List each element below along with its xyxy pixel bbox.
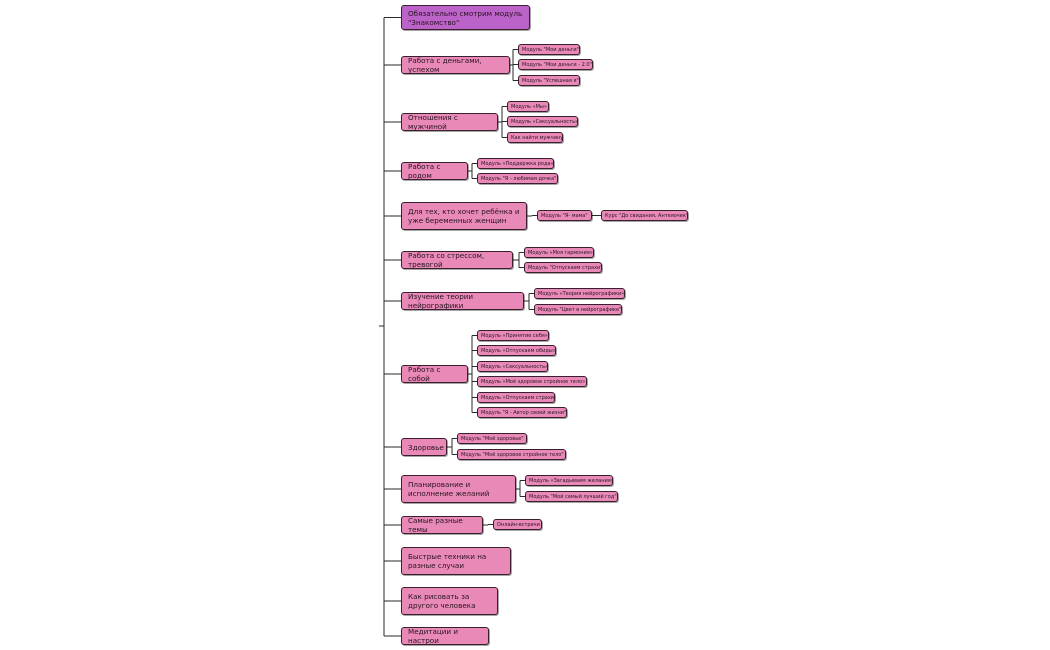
topic-10[interactable]: Планирование и исполнение желаний bbox=[401, 475, 516, 503]
subtopic-3-2-label: Модуль «Сексуальность» bbox=[511, 118, 578, 125]
subtopic-4-1[interactable]: Модуль «Поддержка рода» bbox=[477, 158, 554, 169]
topic-1[interactable]: Обязательно смотрим модуль "Знакомство" bbox=[401, 5, 530, 30]
subtopic-6-2-label: Модуль "Отпускаем страхи" bbox=[528, 264, 602, 271]
subtopic-4-2-label: Модуль "Я - любимая дочка" bbox=[481, 175, 557, 182]
subtopic-7-2-label: Модуль "Цвет в нейрографике" bbox=[538, 306, 622, 313]
subtopic-10-2-label: Модуль "Мой самый лучший год" bbox=[529, 493, 617, 500]
subtopic-3-1[interactable]: Модуль «Мы» bbox=[507, 101, 549, 112]
subtopic-6-1[interactable]: Модуль «Моя гармония» bbox=[524, 247, 594, 258]
subtopic-3-3[interactable]: Как найти мужчину bbox=[507, 132, 563, 143]
subtopic-2-3[interactable]: Модуль "Успешная я" bbox=[518, 75, 580, 86]
subtopic-8-1[interactable]: Модуль «Принятие себя» bbox=[477, 330, 549, 341]
subtopic-8-2-label: Модуль «Отпускаем обиды» bbox=[481, 347, 556, 354]
subtopic-6-2[interactable]: Модуль "Отпускаем страхи" bbox=[524, 262, 602, 273]
topic-8[interactable]: Работа с собой bbox=[401, 365, 468, 383]
topic-7-label: Изучение теории нейрографики bbox=[408, 292, 474, 310]
subtopic-7-1[interactable]: Модуль «Теория нейрографики» bbox=[534, 288, 625, 299]
topic-2[interactable]: Работа с деньгами, успехом bbox=[401, 56, 510, 74]
subtopic-4-2[interactable]: Модуль "Я - любимая дочка" bbox=[477, 173, 558, 184]
subtopic-8-2[interactable]: Модуль «Отпускаем обиды» bbox=[477, 345, 556, 356]
subtopic-11-1[interactable]: Онлайн-встречи bbox=[493, 519, 542, 530]
subtopic-8-6-label: Модуль "Я - Автор своей жизни" bbox=[481, 409, 567, 416]
subtopic-3-3-label: Как найти мужчину bbox=[511, 134, 563, 141]
topic-7[interactable]: Изучение теории нейрографики bbox=[401, 292, 524, 310]
subtopic-2-3-label: Модуль "Успешная я" bbox=[522, 77, 579, 84]
subtopic-9-2[interactable]: Модуль "Моё здоровое стройное тело" bbox=[457, 449, 566, 460]
subtopic-4-1-label: Модуль «Поддержка рода» bbox=[481, 160, 554, 167]
subtopic-8-4[interactable]: Модуль «Моё здоровое стройное тело» bbox=[477, 376, 587, 387]
subtopic-2-1-label: Модуль "Мои деньги" bbox=[522, 46, 579, 53]
topic-1-label: Обязательно смотрим модуль "Знакомство" bbox=[408, 8, 523, 27]
subtopic-5-1[interactable]: Модуль "Я- мама" bbox=[537, 210, 592, 221]
topic-14[interactable]: Медитации и настрои bbox=[401, 627, 489, 645]
topic-3-label: Отношения с мужчиной bbox=[408, 113, 458, 131]
subtopic-9-2-label: Модуль "Моё здоровое стройное тело" bbox=[461, 451, 564, 458]
topic-13-label: Как рисовать за другого человека bbox=[408, 592, 476, 610]
topic-11-label: Самые разные темы bbox=[408, 516, 463, 534]
subtopic-2-2-label: Модуль "Мои деньги - 2.0" bbox=[522, 61, 592, 68]
subtopic-8-5-label: Модуль «Отпускаем страхи» bbox=[481, 394, 555, 401]
subtopic-10-1[interactable]: Модуль «Загадываем желания» bbox=[525, 475, 613, 486]
subtopic-7-2[interactable]: Модуль "Цвет в нейрографике" bbox=[534, 304, 622, 315]
topic-8-label: Работа с собой bbox=[408, 365, 441, 383]
subtopic-8-3[interactable]: Модуль «Сексуальность» bbox=[477, 361, 548, 372]
topic-14-label: Медитации и настрои bbox=[408, 627, 459, 645]
topic-2-label: Работа с деньгами, успехом bbox=[408, 56, 482, 74]
topic-12-label: Быстрые техники на разные случаи bbox=[408, 552, 487, 570]
subtopic-9-1-label: Модуль "Моё здоровье" bbox=[461, 435, 524, 442]
subtopic-8-4-label: Модуль «Моё здоровое стройное тело» bbox=[481, 378, 586, 385]
topic-11[interactable]: Самые разные темы bbox=[401, 516, 483, 534]
subtopic-11-1-label: Онлайн-встречи bbox=[497, 521, 540, 528]
subtopic-8-3-label: Модуль «Сексуальность» bbox=[481, 363, 548, 370]
subtopic-2-2[interactable]: Модуль "Мои деньги - 2.0" bbox=[518, 59, 593, 70]
subtopic-3-2[interactable]: Модуль «Сексуальность» bbox=[507, 116, 578, 127]
topic-12[interactable]: Быстрые техники на разные случаи bbox=[401, 547, 511, 575]
topic-9[interactable]: Здоровье bbox=[401, 438, 447, 456]
subtopic-7-1-label: Модуль «Теория нейрографики» bbox=[538, 290, 625, 297]
topic-6[interactable]: Работа со стрессом, тревогой bbox=[401, 251, 513, 269]
subtopic-10-2[interactable]: Модуль "Мой самый лучший год" bbox=[525, 491, 618, 502]
topic-5-label: Для тех, кто хочет ребёнка и уже беремен… bbox=[408, 207, 520, 225]
subtopic-10-1-label: Модуль «Загадываем желания» bbox=[529, 477, 613, 484]
subtopic-9-1[interactable]: Модуль "Моё здоровье" bbox=[457, 433, 527, 444]
topic-6-label: Работа со стрессом, тревогой bbox=[408, 251, 485, 269]
subtopic-2-1[interactable]: Модуль "Мои деньги" bbox=[518, 44, 580, 55]
topic-3[interactable]: Отношения с мужчиной bbox=[401, 113, 498, 131]
subtopic-3-1-label: Модуль «Мы» bbox=[511, 103, 547, 110]
subtopic-8-5[interactable]: Модуль «Отпускаем страхи» bbox=[477, 392, 555, 403]
subtopic-8-6[interactable]: Модуль "Я - Автор своей жизни" bbox=[477, 407, 567, 418]
subtopic-5-1-1[interactable]: Курс "До свидания, Антеяочек" bbox=[601, 210, 688, 221]
topic-9-label: Здоровье bbox=[408, 442, 444, 452]
topic-4-label: Работа с родом bbox=[408, 162, 441, 180]
topic-5[interactable]: Для тех, кто хочет ребёнка и уже беремен… bbox=[401, 202, 527, 230]
topic-13[interactable]: Как рисовать за другого человека bbox=[401, 587, 498, 615]
subtopic-5-1-1-label: Курс "До свидания, Антеяочек" bbox=[605, 212, 688, 219]
subtopic-6-1-label: Модуль «Моя гармония» bbox=[528, 249, 593, 256]
topic-10-label: Планирование и исполнение желаний bbox=[408, 480, 490, 498]
subtopic-5-1-label: Модуль "Я- мама" bbox=[541, 212, 588, 219]
topic-4[interactable]: Работа с родом bbox=[401, 162, 468, 180]
subtopic-8-1-label: Модуль «Принятие себя» bbox=[481, 332, 548, 339]
